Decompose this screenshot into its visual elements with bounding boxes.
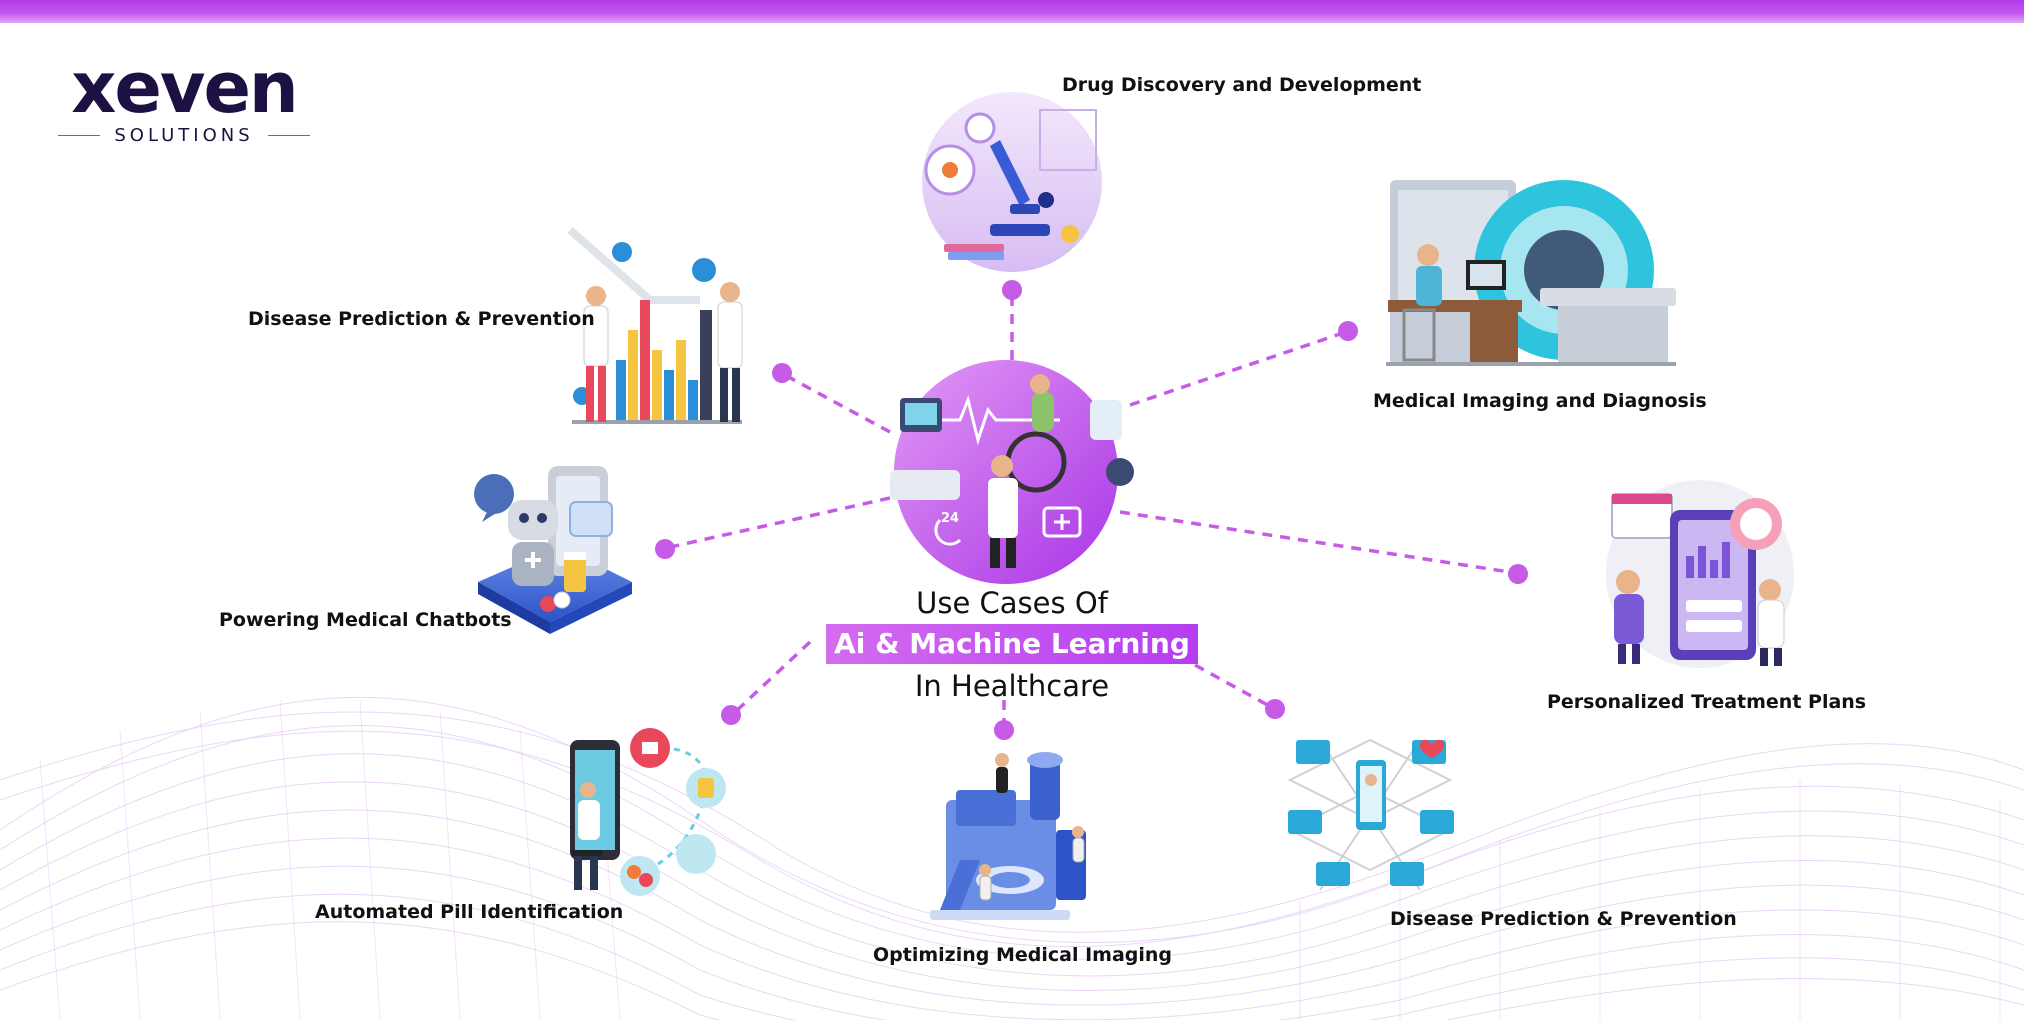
node-dot-pill-identification: [721, 705, 741, 725]
connector-personalized-treatment: [1119, 510, 1517, 575]
logo-rule-left: [58, 134, 101, 136]
label-pill-identification: Automated Pill Identification: [315, 901, 624, 923]
chatbot-robot-icon: [474, 466, 632, 634]
label-medical-imaging-diagnosis: Medical Imaging and Diagnosis: [1373, 390, 1707, 412]
node-dot-medical-chatbots: [655, 539, 675, 559]
central-hub-illustration: 24: [890, 360, 1134, 584]
diagram-title: Use Cases Of Ai & Machine Learning In He…: [806, 584, 1218, 706]
connector-disease-prediction-bottom: [1194, 663, 1274, 710]
brand-logo: xeven SOLUTIONS: [56, 48, 312, 148]
node-dot-disease-prediction-bottom: [1265, 699, 1285, 719]
data-chart-doctors-icon: [567, 226, 743, 424]
title-line-1: Use Cases Of: [916, 586, 1108, 620]
node-dot-medical-imaging-diagnosis: [1338, 321, 1358, 341]
label-drug-discovery: Drug Discovery and Development: [1062, 74, 1422, 96]
connector-medical-imaging-diagnosis: [1129, 330, 1347, 407]
connector-medical-chatbots: [665, 496, 891, 550]
brand-logo-wordmark: xeven: [71, 47, 299, 129]
telemedicine-network-icon: [1287, 738, 1454, 891]
brand-logo-subtitle-row: SOLUTIONS: [56, 122, 312, 148]
top-accent-bar: [0, 0, 2024, 23]
node-dot-optimizing-imaging: [994, 720, 1014, 740]
connector-pill-identification: [731, 640, 812, 716]
label-disease-prediction-top: Disease Prediction & Prevention: [248, 308, 595, 330]
node-dot-drug-discovery: [1002, 280, 1022, 300]
node-dot-personalized-treatment: [1508, 564, 1528, 584]
logo-rule-right: [267, 134, 310, 136]
node-dot-disease-prediction-top: [772, 363, 792, 383]
label-personalized-treatment: Personalized Treatment Plans: [1547, 691, 1867, 713]
tablet-schedule-icon: [1606, 480, 1794, 668]
pill-phone-icon: [570, 728, 726, 896]
title-line-2-wrap: Ai & Machine Learning: [806, 622, 1218, 666]
label-optimizing-imaging: Optimizing Medical Imaging: [873, 944, 1173, 966]
svg-text:24: 24: [941, 511, 959, 526]
microscope-icon: [922, 92, 1102, 272]
label-disease-prediction-bottom: Disease Prediction & Prevention: [1390, 908, 1737, 930]
mri-scanner-icon: [1386, 180, 1676, 366]
title-line-2-highlight: Ai & Machine Learning: [826, 624, 1198, 664]
title-line-3: In Healthcare: [914, 669, 1110, 703]
connector-disease-prediction-top: [782, 372, 891, 434]
label-medical-chatbots: Powering Medical Chatbots: [219, 609, 512, 631]
lab-machine-icon: [930, 752, 1086, 920]
brand-logo-subtitle: SOLUTIONS: [114, 124, 254, 146]
